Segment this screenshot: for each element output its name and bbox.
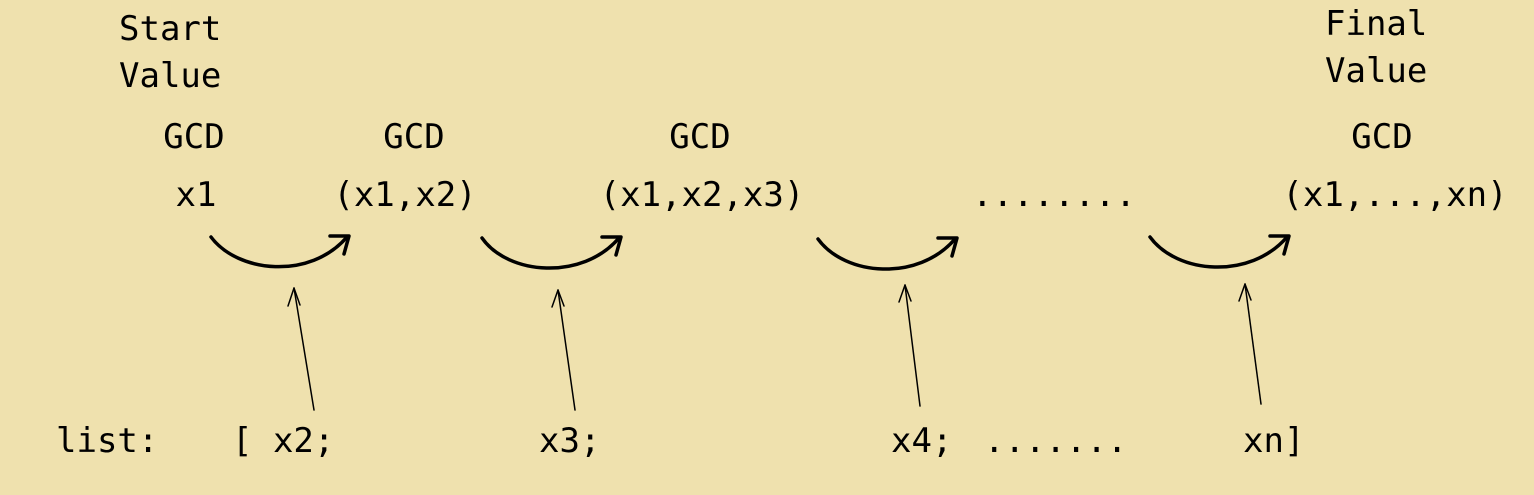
curved-arrow-1 [209,234,351,269]
list-item-xn: xn] [1243,421,1305,461]
value-gcd-x1-x2-x3: (x1,x2,x3) [599,175,805,215]
final-value-label-line2: Value [1325,51,1428,91]
input-arrow-x2 [287,287,315,411]
list-item-x4: x4; [891,421,953,461]
curved-arrow-2 [480,235,623,270]
input-arrow-x4 [898,284,921,407]
list-item-x2: [ x2; [232,421,335,461]
curved-arrow-3 [816,236,959,271]
value-gcd-x1-x2: (x1,x2) [333,175,477,215]
value-ellipsis: ........ [972,175,1136,215]
list-item-x3: x3; [539,421,601,461]
curved-arrow-4 [1148,234,1291,269]
list-ellipsis: ....... [984,421,1128,461]
gcd-label-n: GCD [1351,117,1413,157]
gcd-label-3: GCD [669,117,731,157]
value-gcd-x1-xn: (x1,...,xn) [1282,175,1508,215]
list-label: list: [56,421,159,461]
input-arrow-x3 [551,289,576,411]
start-value-label-line2: Value [119,56,222,96]
gcd-label-2: GCD [383,117,445,157]
input-arrow-xn [1238,283,1262,405]
gcd-label-1: GCD [163,117,225,157]
start-value-label-line1: Start [119,9,222,49]
final-value-label-line1: Final [1325,4,1428,44]
value-x1: x1 [175,175,217,215]
